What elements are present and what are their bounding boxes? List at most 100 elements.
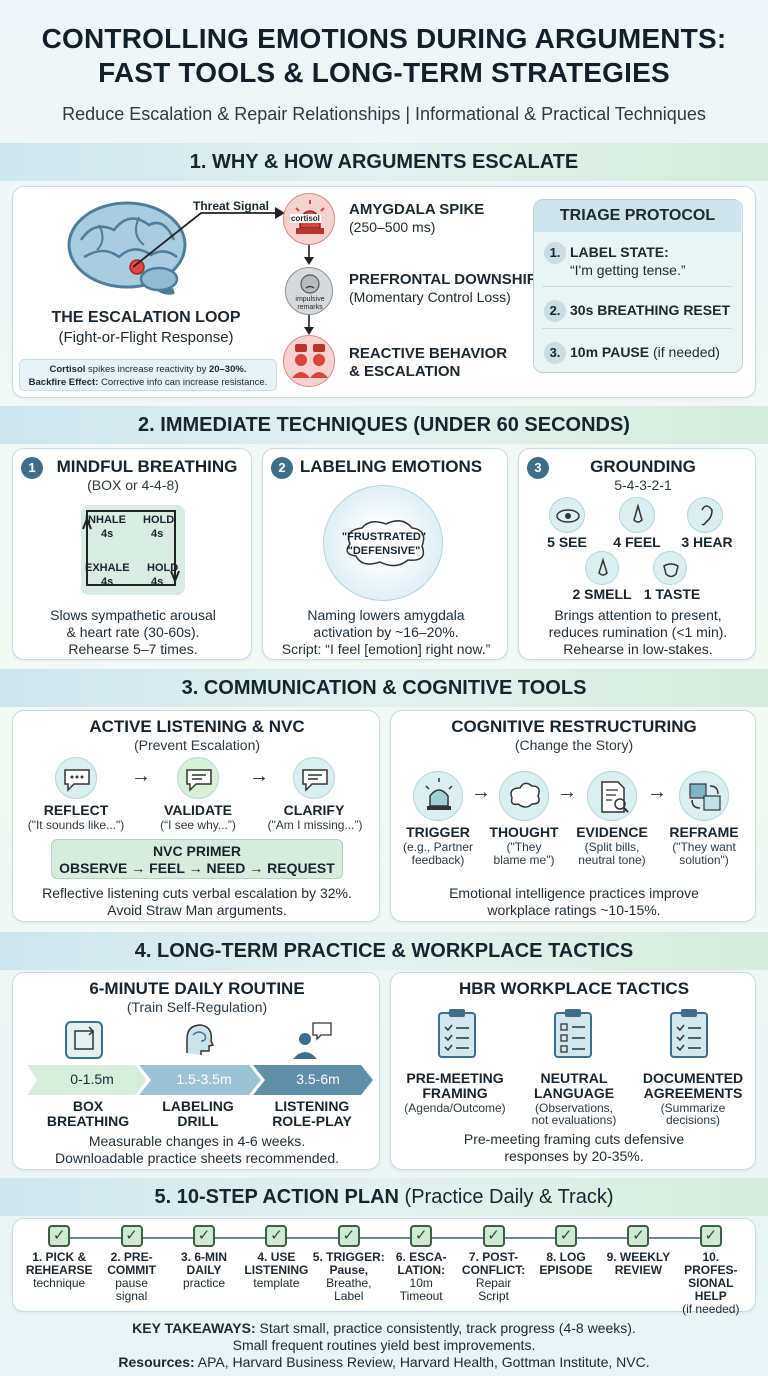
arrow-right-icon: → — [647, 781, 667, 803]
card-subtitle: 5-4-3-2-1 — [614, 477, 672, 493]
desc-line: reduces rumination (<1 min). — [548, 624, 728, 640]
arrow-right-icon: → — [557, 781, 577, 803]
emotion-word: "DEFENSIVE" — [347, 545, 421, 557]
labeling-emotions-card: 2 LABELING EMOTIONS "FRUSTRATED" "DEFENS… — [262, 448, 508, 660]
step-text: pause — [115, 1276, 148, 1290]
step-text: 6. ESCA- — [395, 1250, 447, 1264]
checkbox-icon[interactable]: ✓ — [337, 1225, 360, 1247]
tactic-label: DOCUMENTED — [642, 1070, 744, 1086]
hold-label: HOLD — [147, 562, 179, 574]
timeline-step-2: 1.5-3.5m — [176, 1071, 232, 1087]
arrow-right-icon: → — [131, 765, 151, 787]
head-brain-icon — [177, 1019, 219, 1061]
key-takeaways-text: Start small, practice consistently, trac… — [255, 1320, 636, 1336]
clarify-note: ("Am I missing...”) — [267, 818, 363, 832]
nose-smell-icon — [585, 551, 619, 585]
prefrontal-note: (Momentary Control Loss) — [349, 289, 511, 305]
card-number: 3 — [527, 457, 549, 479]
hbr-tactics-card: HBR WORKPLACE TACTICS PRE-MEETING FRAMIN… — [390, 972, 756, 1170]
step-text: Label — [334, 1289, 364, 1303]
tactic-label: AGREEMENTS — [643, 1085, 743, 1101]
card-description: Emotional intelligence practices improve… — [391, 885, 757, 919]
step-text: 3. 6-MIN — [180, 1250, 227, 1264]
validate-label: VALIDATE — [164, 802, 232, 818]
step-text: DAILY — [186, 1263, 222, 1277]
step-text: 8. LOG — [546, 1250, 586, 1264]
step-text: technique — [33, 1276, 86, 1290]
eye-icon — [549, 497, 585, 533]
step-text: REHEARSE — [25, 1263, 93, 1277]
card-description: Slows sympathetic arousal & heart rate (… — [13, 607, 253, 658]
emotion-word: "FRUSTRATED" — [341, 531, 427, 543]
box-arrows-icon — [82, 510, 180, 586]
step-text: (if needed) — [682, 1302, 740, 1316]
triage-step-2-title: 30s BREATHING RESET — [570, 302, 730, 318]
daily-routine-card: 6-MINUTE DAILY ROUTINE (Train Self-Regul… — [12, 972, 380, 1170]
triage-step-1-title: LABEL STATE: — [570, 244, 669, 260]
loop-title: THE ESCALATION LOOP — [51, 309, 241, 326]
fact-2-label: Backfire Effect: — [28, 377, 99, 388]
thought-cloud-icon — [499, 771, 549, 821]
resources: Resources: APA, Harvard Business Review,… — [0, 1354, 768, 1371]
triage-step-3-num: 3. — [544, 342, 566, 364]
tactic-label: NEUTRAL — [540, 1070, 608, 1086]
step-text: 9. WEEKLY — [606, 1250, 671, 1264]
timeline-step-1: 0-1.5m — [70, 1071, 114, 1087]
box-breathing-icon — [65, 1021, 103, 1059]
cognitive-restructuring-card: COGNITIVE RESTRUCTURING (Change the Stor… — [390, 710, 756, 922]
checkbox-icon[interactable]: ✓ — [192, 1225, 215, 1247]
reframe-arrows-icon — [679, 771, 729, 821]
desc-line: activation by ~16–20%. — [313, 624, 459, 640]
divider — [542, 328, 732, 329]
argument-people-icon — [283, 335, 335, 387]
activity-label: LABELING — [162, 1098, 234, 1114]
trigger-note: (e.g., Partner — [402, 840, 474, 854]
arrow-right-icon: → — [249, 765, 269, 787]
desc-line: Rehearse 5–7 times. — [68, 641, 198, 657]
checkbox-icon[interactable]: ✓ — [410, 1225, 433, 1247]
section-5-subtitle: (Practice Daily & Track) — [399, 1186, 614, 1208]
box-breathing-diagram: INHALE HOLD 4s 4s EXHALE HOLD 4s 4s — [81, 505, 185, 595]
activity-label: LISTENING — [274, 1098, 350, 1114]
step-text: Timeout — [399, 1289, 443, 1303]
checkbox-icon[interactable]: ✓ — [554, 1225, 577, 1247]
reactive-line-1: REACTIVE BEHAVIOR — [349, 345, 508, 362]
checkbox-icon[interactable]: ✓ — [627, 1225, 650, 1247]
triage-step-1-quote: “I'm getting tense.” — [570, 262, 686, 278]
card-description: Brings attention to present, reduces rum… — [519, 607, 757, 658]
fact-1-label: Cortisol — [49, 364, 86, 375]
checkbox-icon[interactable]: ✓ — [265, 1225, 288, 1247]
checkbox-icon[interactable]: ✓ — [48, 1225, 71, 1247]
nvc-primer-title: NVC PRIMER — [153, 843, 241, 859]
card-subtitle: (Prevent Escalation) — [133, 737, 261, 753]
tactic-label: PRE-MEETING — [406, 1070, 504, 1086]
reframe-note: ("They want — [672, 840, 736, 854]
inhale-label: INHALE — [85, 514, 126, 526]
resources-text: APA, Harvard Business Review, Harvard He… — [194, 1354, 650, 1370]
arrow-down-icon — [304, 315, 314, 335]
hold-label: HOLD — [143, 514, 175, 526]
checkbox-icon[interactable]: ✓ — [482, 1225, 505, 1247]
arrow-down-icon — [304, 245, 314, 265]
desc-line: Slows sympathetic arousal — [50, 607, 216, 623]
card-description: Naming lowers amygdala activation by ~16… — [263, 607, 509, 658]
seconds-label: 4s — [151, 576, 164, 588]
exhale-label: EXHALE — [85, 562, 130, 574]
resources-label: Resources: — [118, 1354, 195, 1370]
card-title: GROUNDING — [590, 457, 696, 476]
tactic-note: (Summarize — [660, 1101, 726, 1115]
card-title: 6-MINUTE DAILY ROUTINE — [89, 979, 305, 998]
card-subtitle: (BOX or 4-4-8) — [87, 477, 179, 493]
desc-line: Reflective listening cuts verbal escalat… — [42, 885, 352, 901]
triage-step-2-num: 2. — [544, 300, 566, 322]
card-description: Measurable changes in 4-6 weeks. Downloa… — [13, 1133, 381, 1167]
card-title: HBR WORKPLACE TACTICS — [458, 979, 690, 998]
loop-subtitle: (Fight-or-Flight Response) — [58, 329, 234, 346]
speech-bubble-icon — [177, 757, 219, 799]
checkbox-icon[interactable]: ✓ — [699, 1225, 722, 1247]
checkbox-icon[interactable]: ✓ — [120, 1225, 143, 1247]
cortisol-tag: cortisol — [290, 214, 321, 223]
